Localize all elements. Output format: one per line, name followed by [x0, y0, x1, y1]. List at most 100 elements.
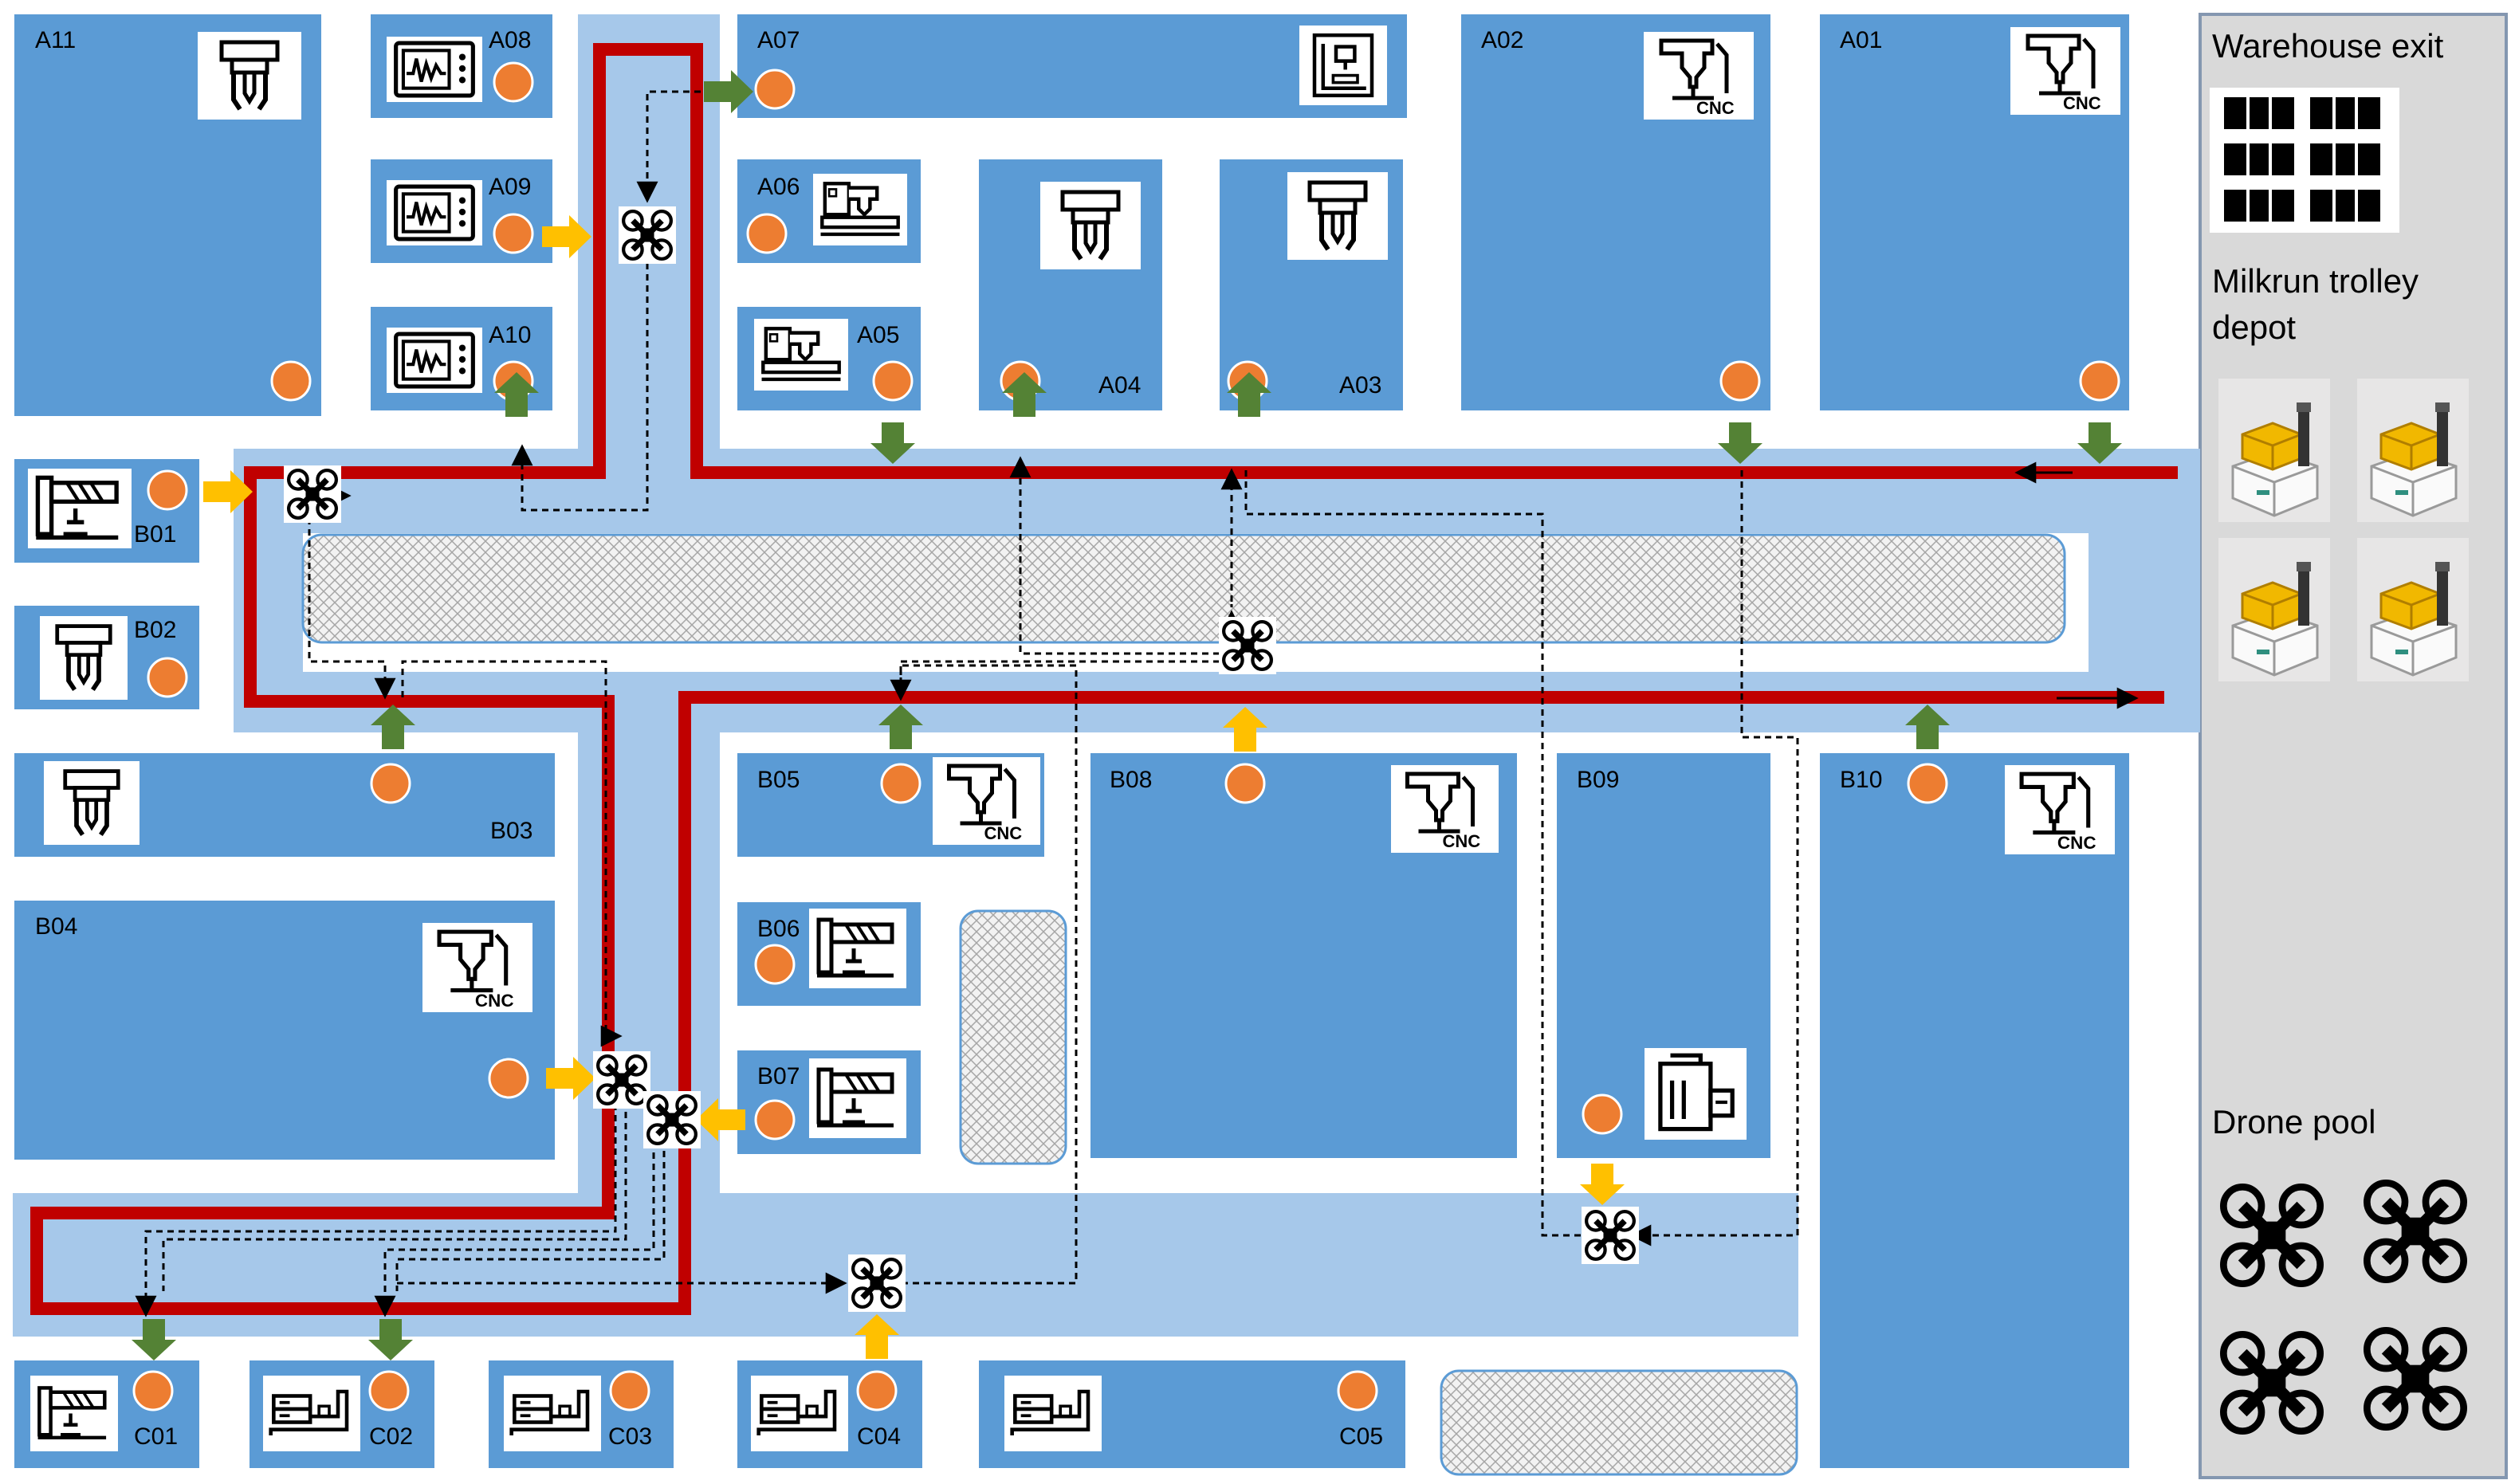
pickup-marker[interactable] [754, 944, 796, 985]
pickup-marker[interactable] [147, 657, 188, 698]
outbound-arrow-down [1580, 1164, 1625, 1205]
station-c02[interactable]: C02 [250, 1360, 434, 1468]
pickup-marker[interactable] [746, 213, 788, 254]
inbound-arrow-down [2077, 422, 2122, 464]
inbound-arrow-up [1227, 372, 1271, 417]
outbound-arrow-up [855, 1314, 899, 1359]
station-b07[interactable]: B07 [737, 1050, 921, 1154]
milkrun-trolley-icon[interactable] [2217, 538, 2332, 681]
inbound-arrow-down [870, 422, 915, 464]
station-a09[interactable]: A09 [371, 159, 552, 263]
station-b02[interactable]: B02 [14, 606, 199, 709]
pickup-marker[interactable] [1224, 763, 1266, 804]
station-label: B03 [490, 818, 532, 844]
pickup-marker[interactable] [493, 213, 534, 254]
outbound-arrow-right [203, 470, 253, 513]
station-b10[interactable]: B10 [1820, 753, 2129, 1468]
station-a02[interactable]: A02 [1461, 14, 1770, 410]
drone-nodes [284, 206, 1639, 1312]
inbound-arrow-right [704, 70, 753, 113]
3d-printer-icon [1314, 35, 1372, 96]
drone-icon[interactable] [284, 465, 341, 523]
station-label: A10 [489, 322, 531, 348]
station-c03[interactable]: C03 [489, 1360, 674, 1468]
station-label: B08 [1110, 767, 1152, 793]
station-b01[interactable]: B01 [14, 459, 199, 563]
station-label: A09 [489, 174, 531, 200]
milkrun-trolley-icon[interactable] [2356, 379, 2470, 522]
drone-icon[interactable] [1582, 1207, 1639, 1264]
station-b03[interactable]: B03 [14, 753, 555, 857]
station-c01[interactable]: C01 [14, 1360, 199, 1468]
outbound-arrow-right [542, 215, 591, 258]
station-label: A06 [757, 174, 800, 200]
station-label: A07 [757, 27, 800, 53]
monitor-icon [396, 43, 474, 96]
pickup-marker[interactable] [1719, 360, 1761, 402]
station-b05[interactable]: B05 [737, 753, 1044, 857]
station-c04[interactable]: C04 [737, 1360, 922, 1468]
station-c05[interactable]: C05 [979, 1360, 1405, 1468]
pickup-marker[interactable] [370, 763, 411, 804]
inbound-arrow-down [368, 1319, 413, 1360]
station-label: C02 [369, 1423, 413, 1450]
station-a07[interactable]: A07 [737, 14, 1407, 118]
pickup-marker[interactable] [1582, 1093, 1623, 1135]
station-label: B02 [134, 617, 176, 643]
pickup-marker[interactable] [1907, 763, 1948, 804]
station-a03[interactable]: A03 [1220, 159, 1403, 410]
inbound-arrow-up [1905, 705, 1950, 749]
pickup-marker[interactable] [147, 469, 188, 511]
station-a11[interactable]: A11 [14, 14, 321, 416]
station-label: B05 [757, 767, 800, 793]
pickup-marker[interactable] [270, 360, 312, 402]
station-label: A08 [489, 27, 531, 53]
milkrun-trolley-icon[interactable] [2356, 538, 2470, 681]
station-a08[interactable]: A08 [371, 14, 552, 118]
milkrun-trolley-icon[interactable] [2217, 379, 2332, 522]
station-b09[interactable]: B09 [1557, 753, 1770, 1158]
pickup-marker[interactable] [488, 1058, 529, 1099]
outbound-arrow-up [1223, 707, 1267, 752]
station-a06[interactable]: A06 [737, 159, 921, 263]
pickup-marker[interactable] [132, 1370, 174, 1411]
trolley-depot-label-line2: depot [2212, 308, 2296, 346]
station-b06[interactable]: B06 [737, 902, 921, 1006]
station-label: B07 [757, 1063, 800, 1089]
pickup-marker[interactable] [493, 61, 534, 103]
pickup-marker[interactable] [856, 1370, 898, 1411]
station-a01[interactable]: A01 [1820, 14, 2129, 410]
station-a05[interactable]: A05 [737, 307, 921, 410]
milkrun-route [30, 43, 2178, 1315]
drone-icon[interactable] [619, 206, 676, 264]
station-label: A04 [1098, 372, 1141, 398]
inbound-arrow-up [494, 372, 539, 417]
pickup-marker[interactable] [609, 1370, 650, 1411]
pickup-marker[interactable] [754, 69, 796, 110]
monitor-icon [396, 186, 474, 239]
drone-icon[interactable] [643, 1091, 701, 1148]
station-a04[interactable]: A04 [979, 159, 1162, 410]
pickup-marker[interactable] [368, 1370, 410, 1411]
station-label: A02 [1481, 27, 1523, 53]
warehouse-exit-label: Warehouse exit [2212, 27, 2444, 65]
station-label: A03 [1339, 372, 1381, 398]
station-label: C04 [857, 1423, 901, 1450]
inbound-arrow-up [371, 705, 415, 749]
pickup-marker[interactable] [2079, 360, 2120, 402]
drone-icon[interactable] [848, 1254, 906, 1312]
station-b08[interactable]: B08 [1090, 753, 1517, 1158]
drone-icon[interactable] [1219, 617, 1276, 674]
material-flow-arrows [132, 70, 2122, 1360]
station-label: A05 [857, 322, 899, 348]
pickup-marker[interactable] [880, 763, 921, 804]
side-panel [2199, 13, 2508, 1479]
station-label: A11 [35, 27, 76, 53]
pickup-marker[interactable] [754, 1099, 796, 1140]
station-b04[interactable]: B04 [14, 901, 555, 1160]
drone-icon[interactable] [593, 1051, 650, 1109]
pickup-marker[interactable] [872, 360, 914, 402]
blocked-areas [301, 533, 2066, 1476]
pickup-marker[interactable] [1337, 1370, 1378, 1411]
